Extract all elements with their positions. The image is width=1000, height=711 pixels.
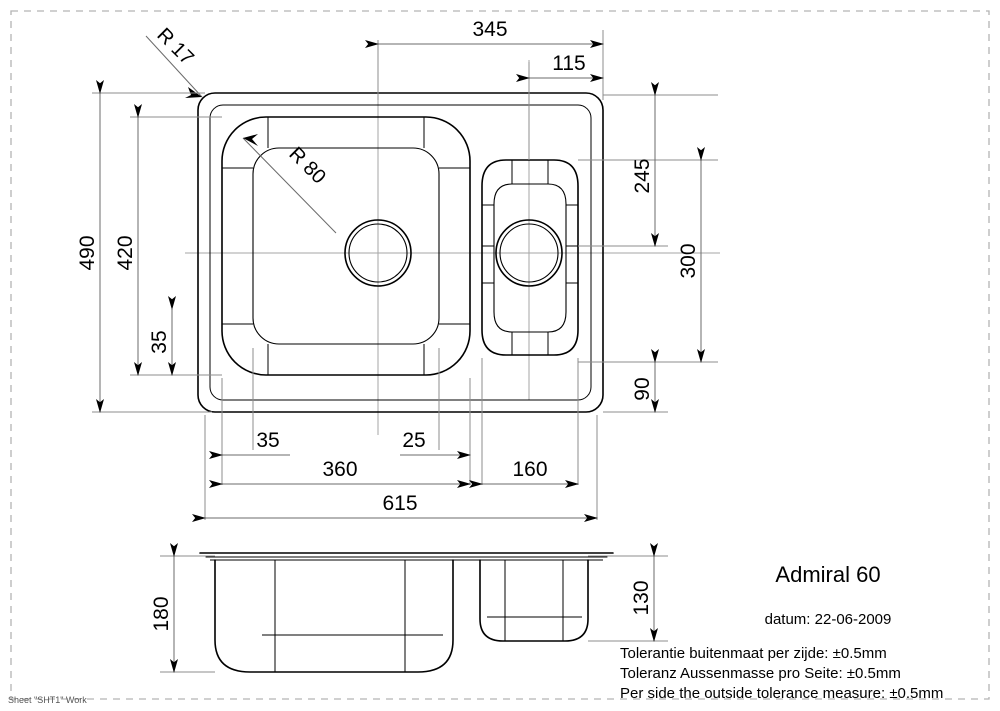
tolerance-note-nl: Tolerantie buitenmaat per zijde: ±0.5mm [620, 645, 887, 662]
r80-arrowhead [243, 134, 258, 146]
section-large-bowl [214, 559, 454, 673]
sink-rim-step [209, 104, 592, 401]
small-bowl-facets [482, 160, 578, 355]
dim-615-label: 615 [382, 492, 417, 515]
small-bowl-outer [481, 159, 579, 356]
bottom-dimensions: 35 25 360 160 615 [172, 348, 598, 522]
dim-160-label: 160 [512, 458, 547, 481]
section-small-bowl [479, 559, 589, 642]
dim-130-label: 130 [630, 580, 653, 615]
large-bowl-base [252, 147, 440, 345]
dim-490-label: 490 [76, 235, 99, 270]
top-dimensions: 345 115 [365, 18, 604, 160]
small-bowl-base [493, 183, 567, 333]
radius-callouts: R 17 R 80 [145, 24, 337, 234]
dim-180-label: 180 [150, 596, 173, 631]
radius-17-label: R 17 [152, 24, 197, 69]
radius-80-label: R 80 [284, 143, 329, 188]
r80-leader [242, 137, 337, 234]
dim-420-label: 420 [114, 235, 137, 270]
dim-345-label: 345 [472, 18, 507, 41]
small-bowl-drain-inner [499, 223, 559, 283]
drawing-title: Admiral 60 [775, 562, 880, 587]
sink-section-view: 180 130 [150, 543, 668, 673]
sink-plan-view [197, 92, 604, 413]
dim-360-label: 360 [322, 458, 357, 481]
dim-245-label: 245 [631, 158, 654, 193]
dim-115-label: 115 [552, 52, 585, 75]
dim-35-bottom-label: 35 [256, 429, 279, 452]
large-bowl-drain-inner [348, 223, 408, 283]
sink-outer-rim [197, 92, 604, 413]
tolerance-note-en: Per side the outside tolerance measure: … [620, 685, 943, 702]
tolerance-note-de: Toleranz Aussenmasse pro Seite: ±0.5mm [620, 665, 901, 682]
title-block: Admiral 60 datum: 22-06-2009 Tolerantie … [620, 562, 943, 702]
large-bowl-drain-outer [344, 219, 412, 287]
large-bowl-facets [222, 117, 470, 375]
drawing-date: datum: 22-06-2009 [765, 611, 892, 628]
large-bowl-outer [221, 116, 471, 376]
sheet-note: Sheet "SHT1" Work [8, 695, 87, 705]
dim-25-label: 25 [402, 429, 425, 452]
dim-35-left-label: 35 [148, 330, 171, 353]
dim-90-label: 90 [631, 377, 654, 400]
dim-300-label: 300 [677, 243, 700, 278]
right-dimensions: 245 300 90 [578, 82, 718, 413]
small-bowl-drain-outer [495, 219, 563, 287]
r17-leader [145, 35, 203, 98]
